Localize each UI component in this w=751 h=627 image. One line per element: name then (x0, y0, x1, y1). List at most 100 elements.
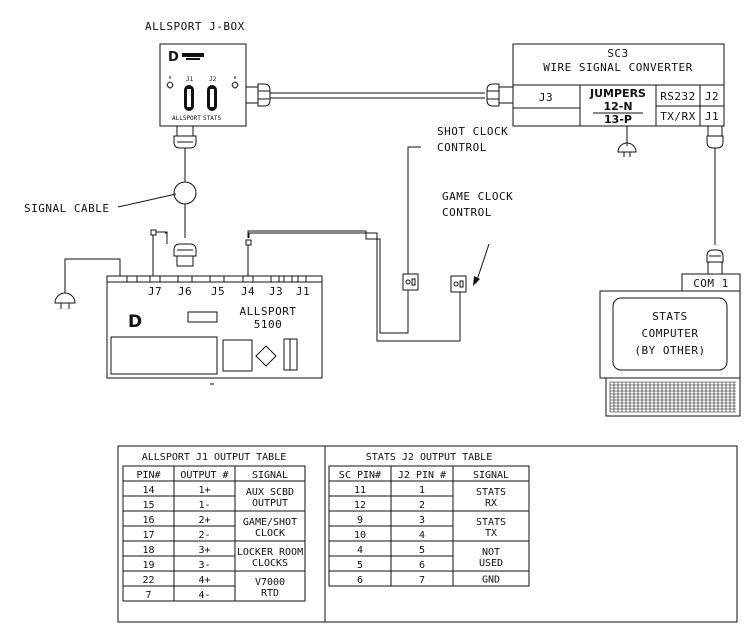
stats-keyboard (605, 377, 741, 417)
allsport-keypad (110, 336, 218, 375)
jbox-j1-label: J1 (186, 76, 194, 83)
sc3-rs232-label: RS232 (660, 90, 696, 103)
j1-table-row-pin: 17 (142, 530, 154, 541)
j1-table-row-output: 4+ (198, 575, 210, 586)
j1-table-row-output: 4- (198, 590, 210, 601)
stats-label-1: STATS (652, 310, 688, 323)
signal-cable (173, 125, 197, 267)
allsport-j3-label: J3 (269, 285, 283, 298)
jbox-stats-label: STATS (203, 115, 221, 122)
game-clock-control (450, 275, 467, 293)
j2-table-row-output: 3 (419, 515, 425, 526)
j2-table-header: SIGNAL (473, 470, 509, 481)
jbox-allsport-label: ALLSPORT (172, 115, 201, 122)
j2-table-header: SC PIN# (339, 470, 381, 481)
j1-table-signal: CLOCK (255, 528, 285, 539)
allsport-5100: J7 J6 J5 J4 J3 J1 D ALLSPORT 5100 (54, 258, 323, 385)
sc3-jumper-12n: 12-N (603, 100, 632, 113)
j2-table-signal: USED (479, 558, 503, 569)
allsport-j6-label: J6 (178, 285, 192, 298)
j1-table-row-output: 1+ (198, 485, 210, 496)
j2-table-row-output: 5 (419, 545, 425, 556)
j1-table-row-pin: 19 (142, 560, 154, 571)
jbox-logo: D (168, 50, 204, 65)
j1-table-signal: CLOCKS (252, 558, 288, 569)
ground-plug-icon (54, 292, 76, 309)
jbox-right-plug (245, 83, 271, 107)
j2-table-row-pin: 9 (357, 515, 363, 526)
sc3-converter: SC3 WIRE SIGNAL CONVERTER J3 JUMPERS 12-… (512, 43, 725, 127)
jbox-enclosure (159, 43, 247, 127)
j1-table-signal: AUX SCBD (246, 487, 294, 498)
j1-table-row-output: 3- (198, 560, 210, 571)
allsport-name: ALLSPORT (240, 305, 297, 318)
allsport-display (187, 311, 218, 323)
sc3-j2-label: J2 (705, 90, 719, 103)
j1-table-header: OUTPUT # (180, 470, 228, 481)
sc3-title: SC3 (607, 47, 628, 60)
allsport-j1-label: J1 (296, 285, 310, 298)
keyboard-grid (609, 381, 736, 413)
jbox-logo-letter: D (168, 50, 179, 65)
stats-label-2: COMPUTER (642, 327, 699, 340)
j1-table-row-output: 2- (198, 530, 210, 541)
diamond-icon (255, 345, 277, 367)
j1-table-row-pin: 22 (142, 575, 154, 586)
j1-table-signal: GAME/SHOT (243, 517, 297, 528)
j1-table-row-pin: 16 (142, 515, 154, 526)
sc3-txrx-label: TX/RX (660, 110, 696, 123)
signal-cable-label: SIGNAL CABLE (24, 202, 109, 215)
sc3-power-plug-icon (617, 126, 637, 157)
j2-table-header: J2 PIN # (398, 470, 446, 481)
sc3-jumper-13p: 13-P (604, 113, 632, 126)
j1-table-row-pin: 18 (142, 545, 154, 556)
ground-icon (166, 76, 174, 89)
j2-table-signal: STATS (476, 517, 506, 528)
j1-table-header: SIGNAL (252, 470, 288, 481)
j2-table-row-output: 2 (419, 500, 425, 511)
allsport-model: 5100 (254, 318, 283, 331)
sc3-subtitle: WIRE SIGNAL CONVERTER (543, 61, 693, 74)
j2-table-title: STATS J2 OUTPUT TABLE (366, 452, 492, 463)
jbox-j2-label: J2 (209, 76, 217, 83)
shot-clock-control (402, 146, 421, 291)
j2-table-row-pin: 5 (357, 560, 363, 571)
j1-table-header: PIN# (136, 470, 160, 481)
game-clock-label-2: CONTROL (442, 206, 492, 219)
stats-computer: COM 1 STATS COMPUTER (BY OTHER) (599, 273, 741, 417)
j2-table-signal: NOT (482, 547, 500, 558)
sc3-left-plug (486, 83, 514, 107)
allsport-logo: D (128, 312, 142, 332)
j1-table-row-output: 2+ (198, 515, 210, 526)
j2-table-row-output: 1 (419, 485, 425, 496)
j1-table-row-pin: 14 (142, 485, 154, 496)
j1-table-row-output: 3+ (198, 545, 210, 556)
sc3-j1-label: J1 (705, 110, 719, 123)
ground-icon (231, 76, 239, 89)
j2-table-row-pin: 4 (357, 545, 363, 556)
jbox: ALLSPORT J-BOX D J1 J2 ALLSPORT STATS (145, 20, 247, 127)
jbox-title: ALLSPORT J-BOX (145, 20, 245, 33)
allsport-j7-label: J7 (148, 285, 162, 298)
j1-table-signal: OUTPUT (252, 498, 288, 509)
j1-table-signal: LOCKER ROOM (237, 547, 303, 558)
j1-table-row-output: 1- (198, 500, 210, 511)
j1-table-title: ALLSPORT J1 OUTPUT TABLE (142, 452, 287, 463)
game-clock-label: GAME CLOCK (442, 190, 513, 203)
j2-table-row-pin: 12 (354, 500, 366, 511)
j1-table-signal: V7000 (255, 577, 285, 588)
j2-table-row-pin: 10 (354, 530, 366, 541)
j1-table-row-pin: 7 (145, 590, 151, 601)
com1-label: COM 1 (693, 277, 729, 290)
j2-output-table: STATS J2 OUTPUT TABLE SC PIN# J2 PIN # SIGN… (328, 452, 530, 587)
sc3-j3-label: J3 (539, 91, 553, 104)
j2-table-signal: RX (485, 498, 497, 509)
j2-table-row-output: 6 (419, 560, 425, 571)
allsport-j5-label: J5 (211, 285, 225, 298)
j1-output-table: ALLSPORT J1 OUTPUT TABLE PIN# OUTPUT # SIGN… (122, 452, 306, 602)
shot-clock-label: SHOT CLOCK (437, 125, 508, 138)
j2-table-signal: STATS (476, 487, 506, 498)
j2-table-row-pin: 6 (357, 575, 363, 586)
sc3-j1-plug (706, 125, 724, 245)
sc3-jumpers-label: JUMPERS (589, 87, 646, 100)
